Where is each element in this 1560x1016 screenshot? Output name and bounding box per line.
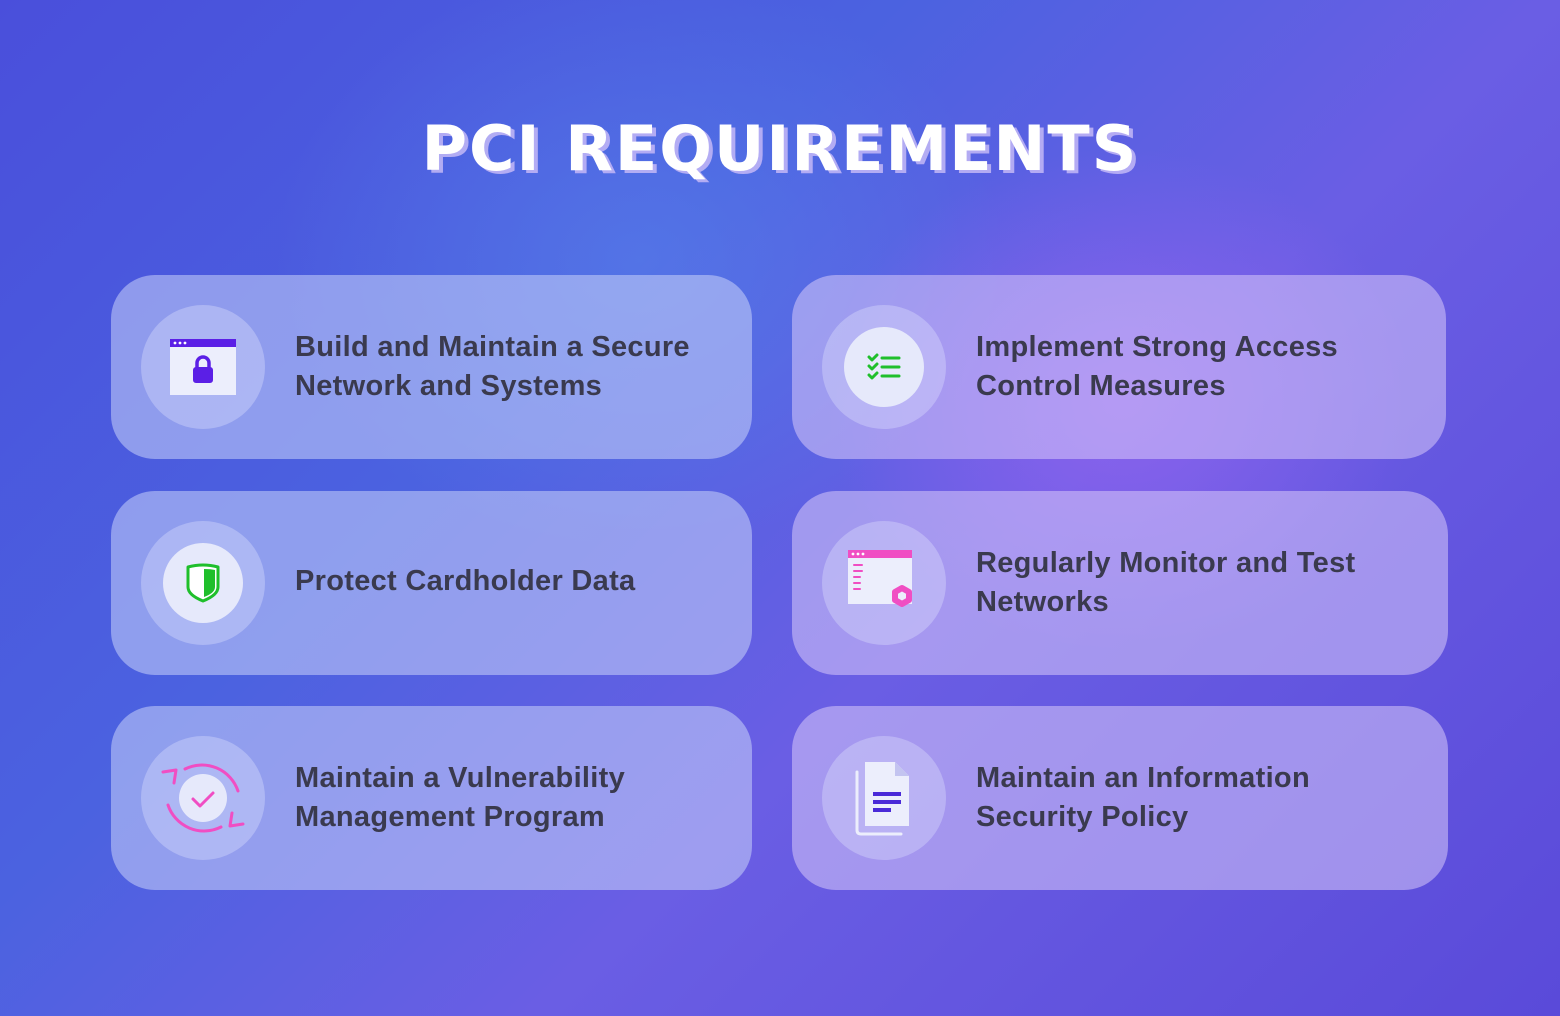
label-line-1: Implement Strong Access	[976, 331, 1338, 363]
icon-ring	[822, 521, 946, 645]
label-line-1: Maintain an Information	[976, 762, 1310, 794]
label-line-1: Build and Maintain a Secure	[295, 331, 690, 363]
requirement-label: Implement Strong Access Control Measures	[976, 328, 1416, 406]
label-line-2: Networks	[976, 586, 1109, 618]
label-line-1: Protect Cardholder Data	[295, 565, 636, 597]
page-title: PCI REQUIREMENTS	[421, 112, 1139, 185]
browser-lock-icon	[170, 339, 236, 395]
requirement-card-security-policy: Maintain an Information Security Policy	[792, 706, 1448, 890]
requirement-card-monitor-test: Regularly Monitor and Test Networks	[792, 491, 1448, 675]
icon-ring	[141, 305, 265, 429]
icon-ring	[141, 736, 265, 860]
label-line-2: Network and Systems	[295, 370, 603, 402]
requirement-card-secure-network: Build and Maintain a Secure Network and …	[111, 275, 752, 459]
document-icon	[855, 762, 909, 836]
requirement-label: Maintain an Information Security Policy	[976, 759, 1418, 837]
icon-ring	[822, 305, 946, 429]
refresh-check-icon	[161, 763, 245, 833]
icon-ring	[141, 521, 265, 645]
monitor-settings-icon	[848, 550, 912, 607]
requirement-card-access-control: Implement Strong Access Control Measures	[792, 275, 1446, 459]
label-line-2: Management Program	[295, 801, 605, 833]
label-line-2: Security Policy	[976, 801, 1189, 833]
icon-badge	[844, 327, 924, 407]
label-line-2: Control Measures	[976, 370, 1226, 402]
requirement-label: Maintain a Vulnerability Management Prog…	[295, 759, 722, 837]
requirement-label: Build and Maintain a Secure Network and …	[295, 328, 722, 406]
requirement-label: Regularly Monitor and Test Networks	[976, 544, 1418, 622]
requirement-card-cardholder-data: Protect Cardholder Data	[111, 491, 752, 675]
label-line-1: Regularly Monitor and Test	[976, 547, 1356, 579]
requirement-label: Protect Cardholder Data	[295, 562, 722, 601]
icon-badge	[163, 543, 243, 623]
checklist-icon	[867, 353, 901, 380]
icon-ring	[822, 736, 946, 860]
label-line-1: Maintain a Vulnerability	[295, 762, 626, 794]
shield-icon	[186, 563, 220, 603]
requirement-card-vulnerability: Maintain a Vulnerability Management Prog…	[111, 706, 752, 890]
